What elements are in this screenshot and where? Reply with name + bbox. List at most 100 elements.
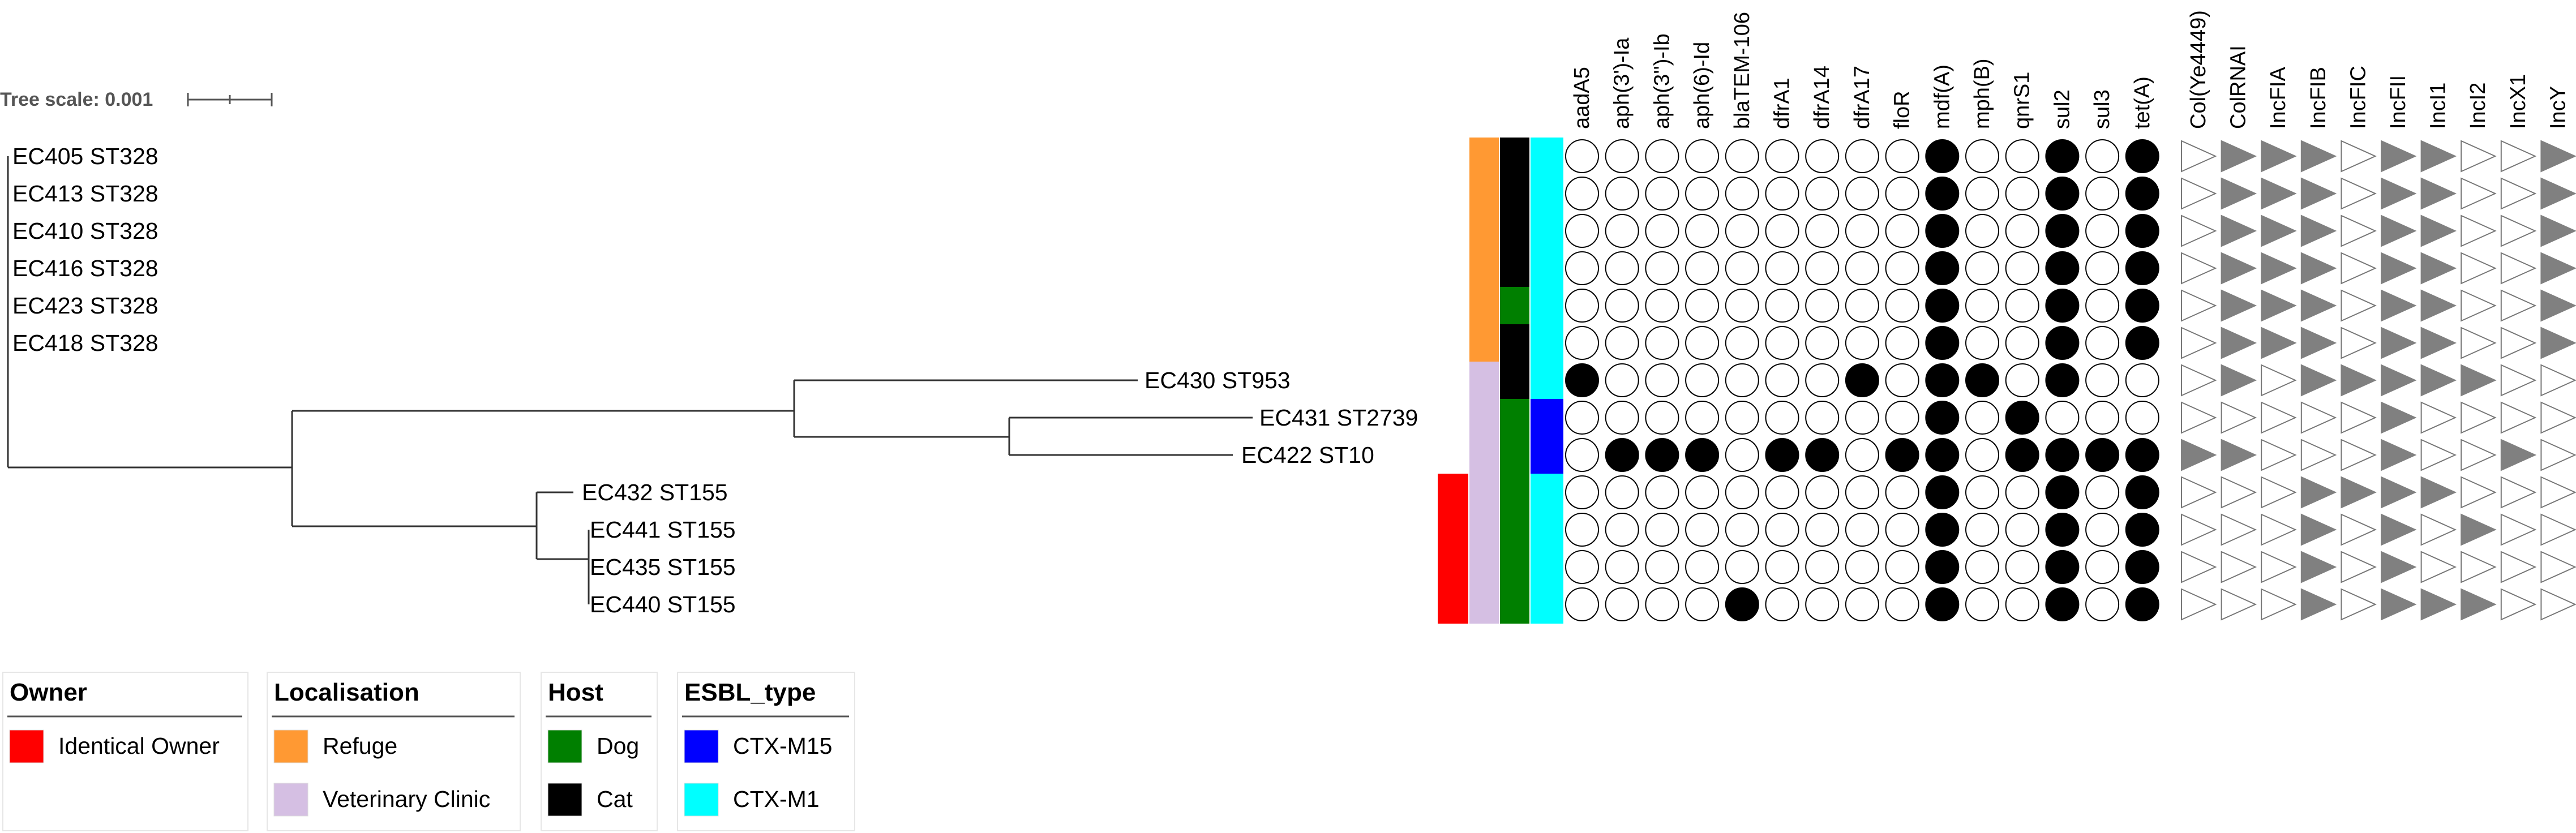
gene-absent-dot <box>2005 587 2039 621</box>
gene-absent-dot <box>1605 363 1639 397</box>
gene-column-header: dfrA1 <box>1771 78 1794 129</box>
plasmid-absent-marker <box>2461 401 2497 434</box>
host-cell <box>1500 511 1529 549</box>
plasmid-column-header: IncX1 <box>2506 74 2530 129</box>
gene-absent-dot <box>1605 513 1639 547</box>
plasmid-column-header: IncFIA <box>2266 67 2290 129</box>
gene-absent-dot <box>1565 475 1599 509</box>
plasmid-absent-marker <box>2540 588 2576 621</box>
gene-absent-dot <box>1845 438 1879 472</box>
gene-present-dot <box>2045 438 2080 472</box>
gene-absent-dot <box>2085 587 2120 621</box>
tip-label: EC405 ST328 <box>12 143 158 169</box>
legend-swatch <box>684 729 719 763</box>
gene-absent-dot <box>1725 363 1759 397</box>
gene-present-dot <box>1925 363 1960 397</box>
tip-label: EC432 ST155 <box>582 479 728 505</box>
gene-absent-dot <box>2045 401 2080 435</box>
gene-absent-dot <box>1565 214 1599 248</box>
plasmid-present-marker <box>2221 177 2257 210</box>
esbl-cell <box>1531 586 1563 624</box>
plasmid-absent-marker <box>2420 401 2457 434</box>
plasmid-present-marker <box>2261 252 2297 285</box>
localisation-cell <box>1469 399 1499 437</box>
plasmid-absent-marker <box>2500 401 2537 434</box>
gene-absent-dot <box>1685 475 1720 509</box>
gene-absent-dot <box>1565 251 1599 285</box>
plasmid-absent-marker <box>2540 476 2576 509</box>
legend-title: Host <box>548 679 603 706</box>
gene-absent-dot <box>1885 139 1919 173</box>
plasmid-absent-marker <box>2461 551 2497 583</box>
localisation-cell <box>1469 436 1499 474</box>
gene-absent-dot <box>1845 251 1879 285</box>
gene-absent-dot <box>1965 550 1999 584</box>
plasmid-absent-marker <box>2221 551 2257 583</box>
plasmid-absent-marker <box>2341 439 2377 471</box>
localisation-cell <box>1469 511 1499 549</box>
plasmid-absent-marker <box>2221 401 2257 434</box>
gene-absent-dot <box>1645 326 1679 360</box>
plasmid-absent-marker <box>2341 588 2377 621</box>
gene-absent-dot <box>1645 214 1679 248</box>
gene-absent-dot <box>1765 214 1799 248</box>
gene-present-dot <box>2045 513 2080 547</box>
gene-present-dot <box>2045 363 2080 397</box>
gene-absent-dot <box>1845 587 1879 621</box>
gene-absent-dot <box>1805 214 1840 248</box>
gene-absent-dot <box>1725 289 1759 323</box>
plasmid-absent-marker <box>2341 252 2377 285</box>
gene-absent-dot <box>1805 289 1840 323</box>
gene-absent-dot <box>1885 251 1919 285</box>
plasmid-present-marker <box>2381 252 2417 285</box>
plasmid-absent-marker <box>2540 551 2576 583</box>
gene-absent-dot <box>2005 326 2039 360</box>
gene-absent-dot <box>1565 587 1599 621</box>
gene-absent-dot <box>1845 177 1879 211</box>
gene-column-header: mph(B) <box>1970 58 1994 129</box>
plasmid-absent-marker <box>2500 551 2537 583</box>
plasmid-absent-marker <box>2540 513 2576 546</box>
legend-item-label: Veterinary Clinic <box>323 786 490 812</box>
tip-label: EC431 ST2739 <box>1259 405 1418 431</box>
gene-absent-dot <box>1685 214 1720 248</box>
plasmid-absent-marker <box>2540 364 2576 397</box>
gene-absent-dot <box>2085 550 2120 584</box>
legend-title: Owner <box>10 679 87 706</box>
owner-cell <box>1438 586 1468 624</box>
gene-absent-dot <box>1605 289 1639 323</box>
gene-absent-dot <box>1845 289 1879 323</box>
plasmid-absent-marker <box>2341 214 2377 247</box>
plasmid-absent-marker <box>2181 401 2217 434</box>
gene-present-dot <box>2085 438 2120 472</box>
gene-absent-dot <box>1725 139 1759 173</box>
plasmid-present-marker <box>2300 327 2337 359</box>
metadata-strips <box>1438 138 1563 624</box>
localisation-cell <box>1469 138 1499 175</box>
gene-present-dot <box>2125 438 2159 472</box>
plasmid-present-marker <box>2261 177 2297 210</box>
plasmid-absent-marker <box>2500 140 2537 173</box>
plasmid-present-marker <box>2181 439 2217 471</box>
gene-absent-dot <box>1805 401 1840 435</box>
host-cell <box>1500 586 1529 624</box>
plasmid-present-marker <box>2261 140 2297 173</box>
plasmid-present-marker <box>2420 364 2457 397</box>
plasmid-absent-marker <box>2341 401 2377 434</box>
gene-absent-dot <box>1765 177 1799 211</box>
esbl-cell <box>1531 287 1563 325</box>
plasmid-absent-marker <box>2341 289 2377 322</box>
plasmid-present-marker <box>2221 364 2257 397</box>
plasmid-absent-marker <box>2540 439 2576 471</box>
gene-absent-dot <box>1965 513 1999 547</box>
gene-column-header: tet(A) <box>2131 76 2154 129</box>
plasmid-absent-marker <box>2261 513 2297 546</box>
gene-absent-dot <box>2005 139 2039 173</box>
gene-absent-dot <box>2085 363 2120 397</box>
host-cell <box>1500 250 1529 287</box>
gene-present-dot <box>1925 251 1960 285</box>
gene-absent-dot <box>1605 139 1639 173</box>
plasmid-absent-marker <box>2461 327 2497 359</box>
